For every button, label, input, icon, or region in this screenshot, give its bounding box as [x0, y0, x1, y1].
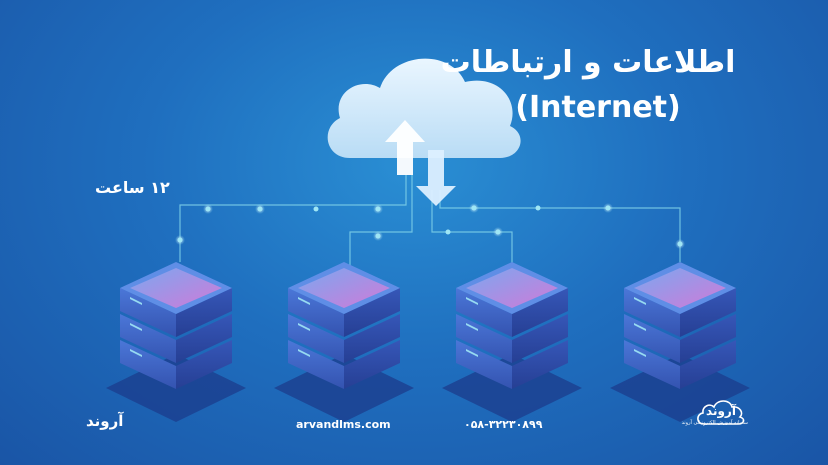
node-core: [375, 233, 381, 239]
server-icon: [106, 262, 246, 422]
arvand-cloud-logo: آروند سامانه آموزش الکترونیکی آروند: [681, 398, 748, 434]
node-core: [257, 206, 263, 212]
website-text: arvandlms.com: [296, 418, 391, 431]
node-core: [375, 206, 381, 212]
page-subtitle: (Internet): [515, 90, 681, 125]
node-core: [535, 205, 541, 211]
node-core: [313, 206, 319, 212]
node-core: [205, 206, 211, 212]
cloud-icon: [327, 58, 521, 158]
course-duration: ۱۲ ساعت: [95, 178, 170, 197]
logo-tagline: سامانه آموزش الکترونیکی آروند: [681, 420, 748, 426]
upload-arrow-icon: [385, 120, 425, 175]
download-arrow-icon: [416, 150, 456, 206]
server-icon: [274, 262, 414, 422]
node-core: [605, 205, 611, 211]
logo-cloud-icon: [697, 400, 745, 425]
network-nodes: [175, 203, 685, 249]
page-title: اطلاعات و ارتباطات: [440, 45, 736, 80]
node-core: [677, 241, 683, 247]
server-icon: [610, 262, 750, 422]
node-core: [177, 237, 183, 243]
arvand-logo-left: آروند: [86, 412, 124, 430]
node-core: [471, 205, 477, 211]
phone-text: ۰۵۸-۳۲۲۳۰۸۹۹: [464, 418, 543, 431]
node-core: [495, 229, 501, 235]
server-icon: [442, 262, 582, 422]
node-core: [445, 229, 451, 235]
servers: [106, 262, 750, 422]
